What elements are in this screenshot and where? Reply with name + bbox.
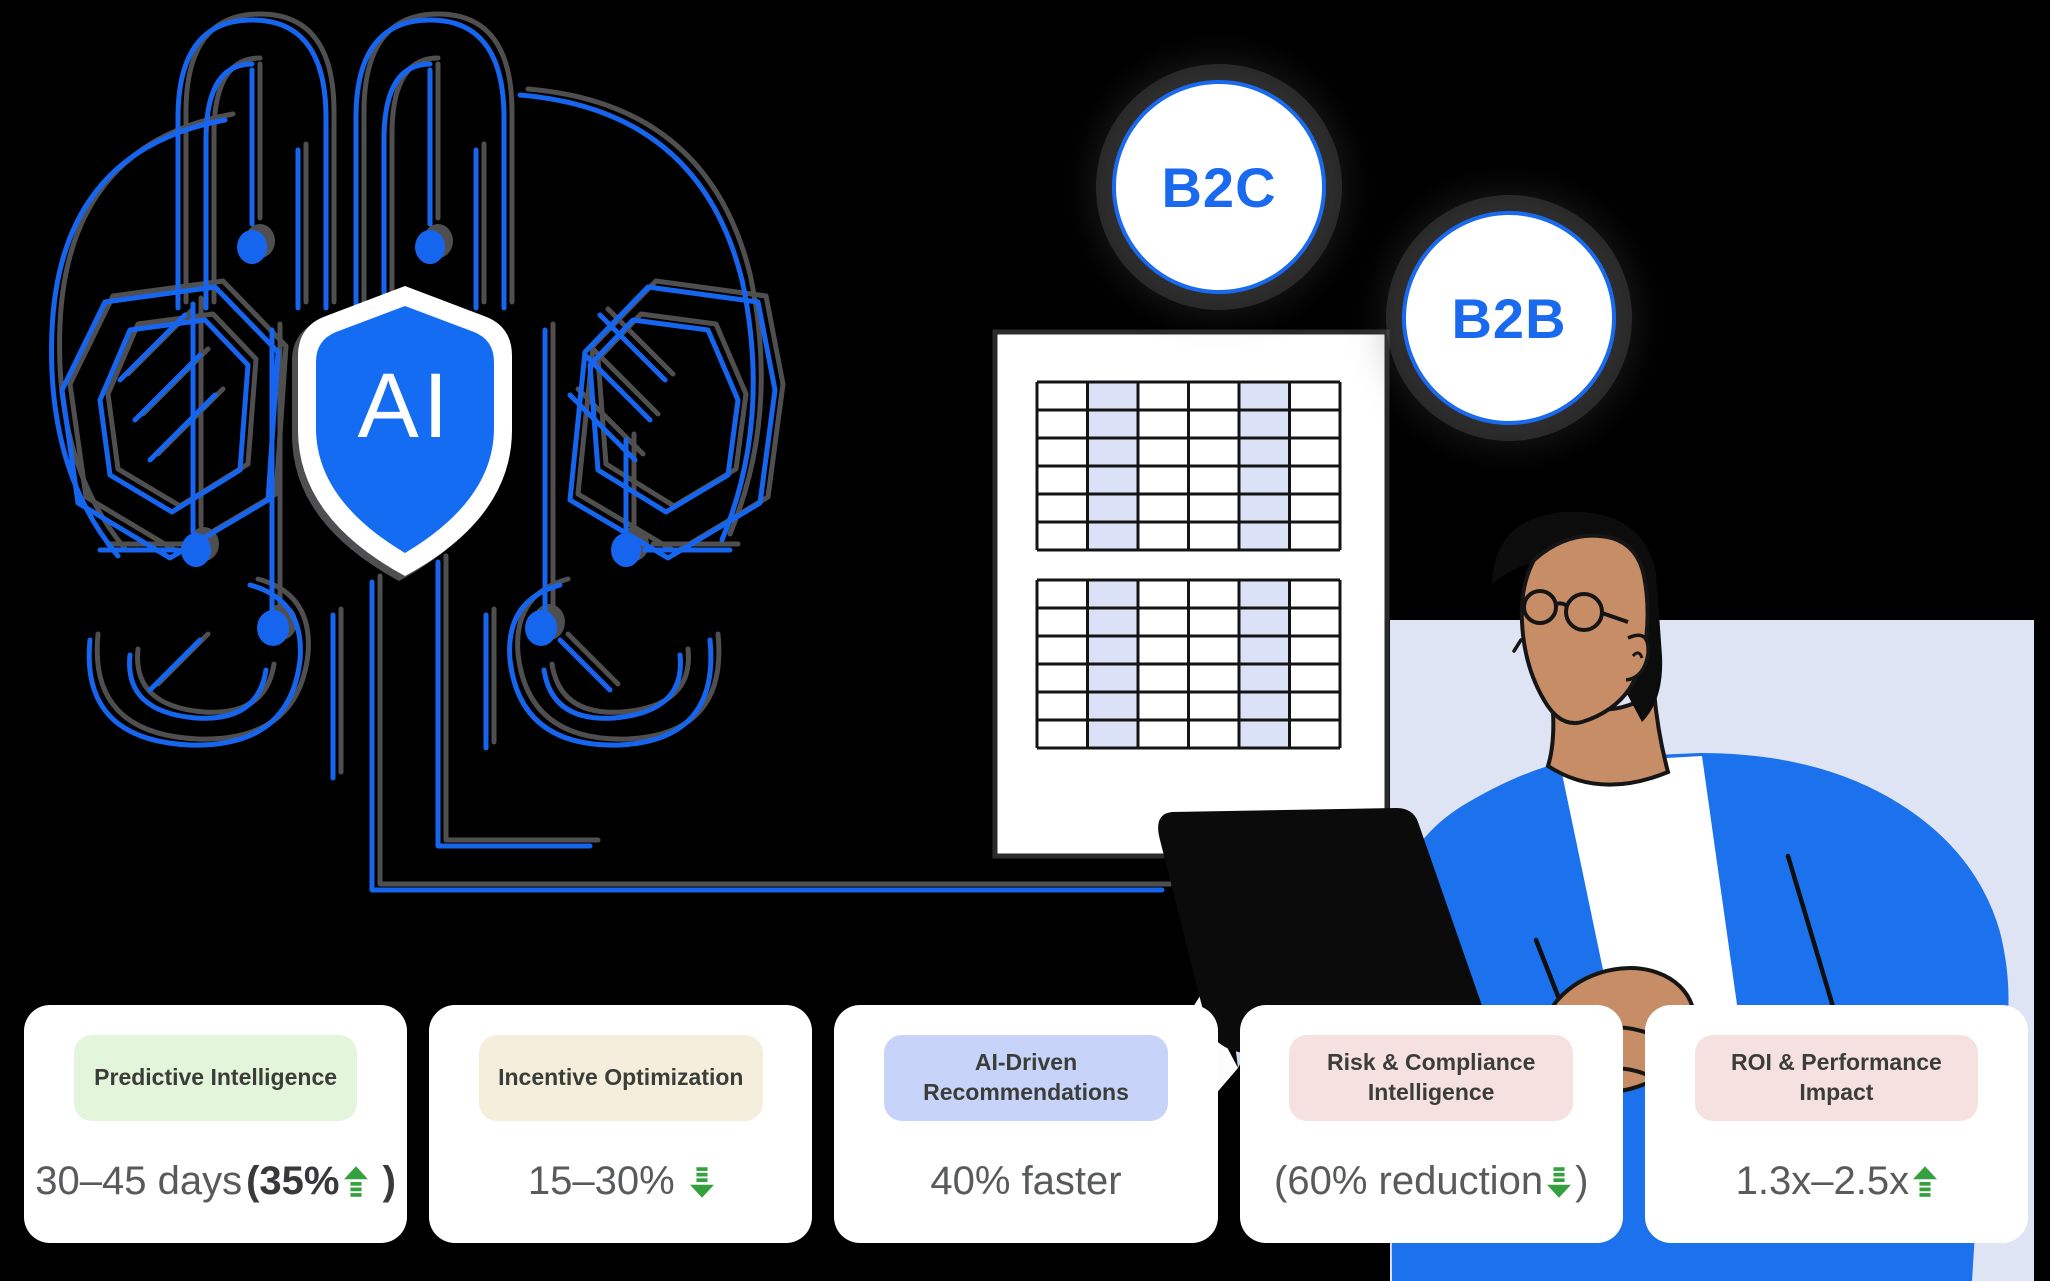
circuit-node-dots — [181, 230, 641, 646]
stat-card-value: 1.3x–2.5x — [1736, 1159, 1938, 1204]
stat-card-value: (60% reduction ) — [1274, 1159, 1589, 1203]
stat-card-title: Risk & Compliance Intelligence — [1289, 1035, 1573, 1121]
b2b-badge: B2B — [1402, 211, 1616, 425]
laptop-illustration — [1158, 808, 1490, 1055]
stat-card-incentive-optimization: Incentive Optimization 15–30% — [416, 994, 826, 1273]
stat-card-risk-compliance-intelligence: Risk & Compliance Intelligence (60% redu… — [1226, 994, 1637, 1273]
trend-up-icon — [343, 1165, 368, 1198]
stat-card-value: 15–30% — [528, 1159, 714, 1204]
trend-up-icon — [1913, 1165, 1938, 1198]
ai-shield-icon — [298, 286, 512, 576]
trend-down-icon — [1547, 1166, 1572, 1198]
trend-down-icon — [689, 1166, 714, 1198]
spreadsheet-illustration — [992, 329, 1390, 859]
ai-shield-label: AI — [357, 355, 453, 457]
stat-card-value: 40% faster — [930, 1159, 1122, 1203]
stat-card-ai-driven-recommendations: AI-Driven Recommendations 40% faster — [821, 994, 1231, 1273]
stat-card-title: ROI & Performance Impact — [1694, 1035, 1979, 1121]
glasses-icon — [1522, 589, 1629, 632]
stat-card-roi-performance-impact: ROI & Performance Impact 1.3x–2.5x — [1631, 994, 2042, 1273]
stat-card-value: 30–45 days(35% ) — [35, 1159, 396, 1203]
stat-card-title: Predictive Intelligence — [73, 1035, 358, 1121]
brain-circuit-illustration — [49, 17, 1165, 893]
stats-row: Predictive Intelligence 30–45 days(35% )… — [10, 994, 2042, 1273]
b2c-badge-label: B2C — [1161, 155, 1277, 219]
stat-card-title: AI-Driven Recommendations — [884, 1035, 1168, 1121]
b2c-badge: B2C — [1112, 80, 1326, 294]
stat-card-predictive-intelligence: Predictive Intelligence 30–45 days(35% ) — [10, 994, 421, 1273]
b2b-badge-label: B2B — [1451, 286, 1567, 350]
stat-card-title: Incentive Optimization — [479, 1035, 763, 1121]
